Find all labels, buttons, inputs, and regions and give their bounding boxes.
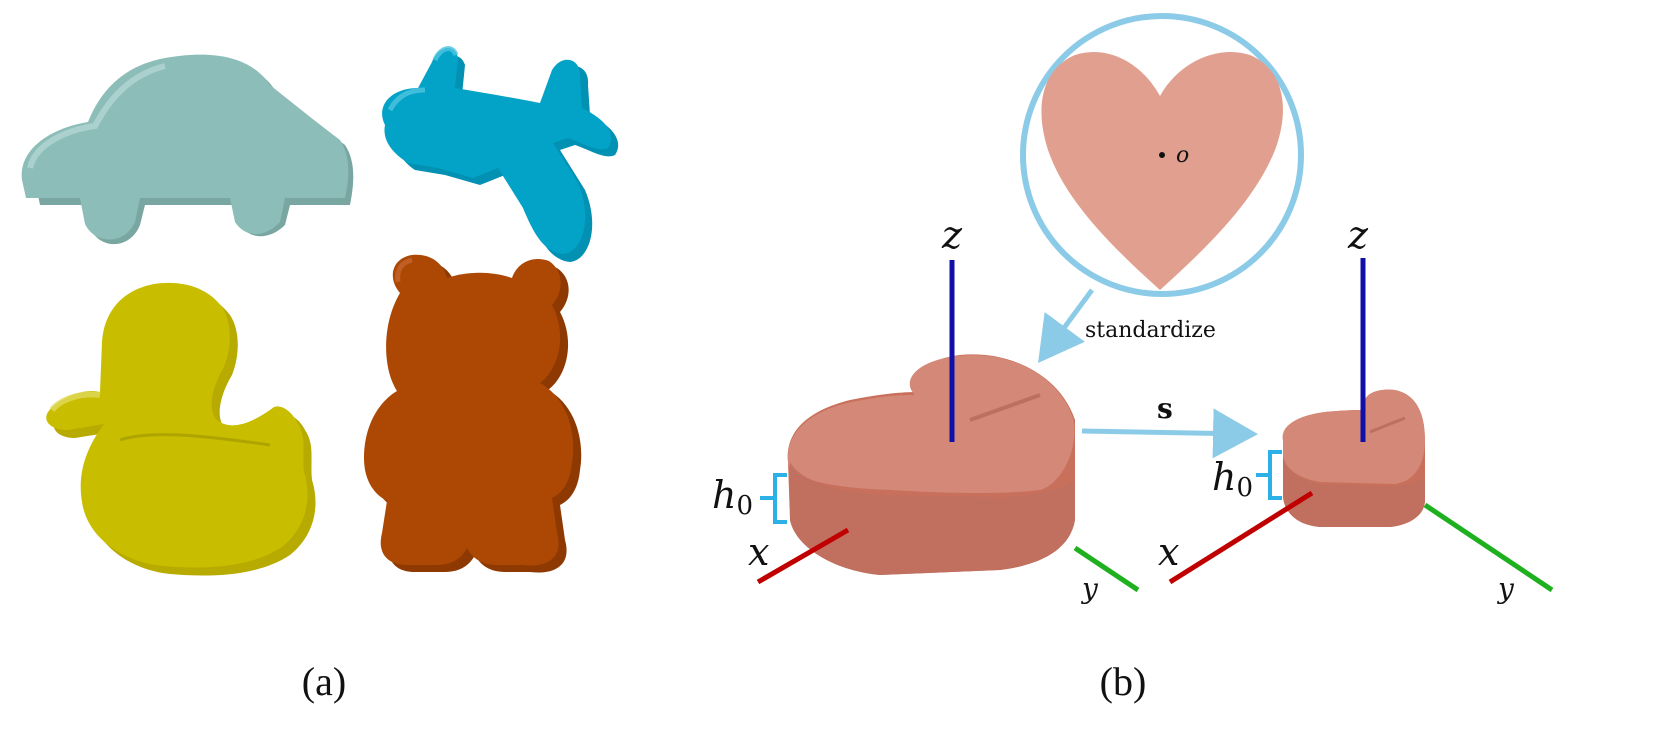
z-label-left: z (941, 213, 963, 257)
x-label-right: x (1158, 530, 1179, 574)
panel-b: o standardize z x y h0 s (712, 13, 1554, 704)
panel-a-label: (a) (302, 659, 346, 704)
standardize-label: standardize (1085, 318, 1216, 343)
airplane-shape (382, 46, 619, 263)
height-subscript-right: 0 (1236, 473, 1253, 503)
small-heart (1282, 389, 1425, 527)
large-heart (787, 354, 1075, 575)
height-label-left: h0 (712, 473, 753, 521)
scale-arrow (1081, 408, 1258, 459)
y-label-right: y (1496, 572, 1515, 605)
standardize-arrow (1038, 288, 1095, 364)
y-axis-right (1423, 502, 1554, 593)
inset-heart (1041, 51, 1283, 290)
origin-label: o (1176, 143, 1189, 168)
y-label-left: y (1080, 572, 1099, 605)
x-axis-right (1168, 490, 1314, 585)
height-label-right: h0 (1212, 455, 1253, 503)
origin-point (1159, 152, 1165, 158)
car-shape (21, 54, 354, 245)
x-label-left: x (748, 530, 769, 574)
panel-b-label: (b) (1100, 659, 1147, 704)
height-bracket-right (1256, 450, 1282, 500)
y-axis-left (1073, 545, 1140, 593)
height-subscript-left: 0 (736, 491, 753, 521)
teddy-bear-shape (364, 254, 582, 573)
z-label-right: z (1347, 213, 1369, 257)
scale-label: s (1157, 392, 1173, 425)
standardized-heart-inset: o (1020, 13, 1304, 297)
duck-shape (46, 282, 316, 576)
x-axis-left (756, 527, 850, 585)
panel-a: (a) (21, 46, 619, 704)
height-bracket-left (760, 473, 787, 524)
